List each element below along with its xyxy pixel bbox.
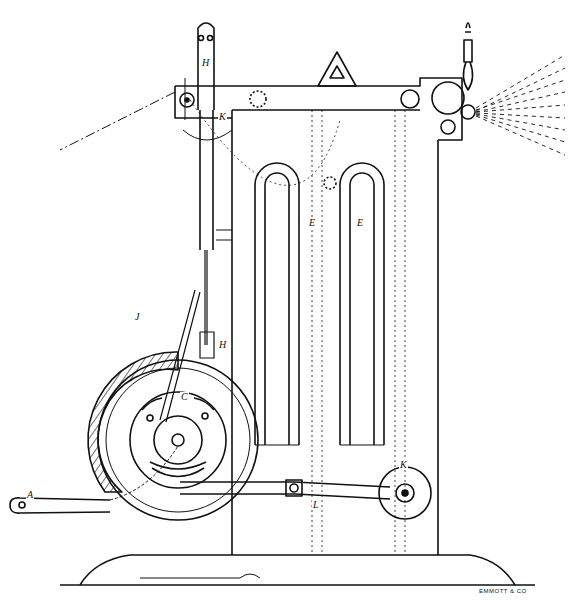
part-letter: E <box>356 218 364 228</box>
axle <box>172 434 184 446</box>
hub <box>154 416 202 464</box>
roller-wheel <box>379 467 431 519</box>
handle-lever <box>10 498 110 513</box>
light-rays <box>476 55 565 155</box>
roller-axle <box>402 490 408 496</box>
part-letter: H <box>201 58 210 68</box>
spring <box>183 78 232 140</box>
roller-hub <box>396 484 414 502</box>
guide <box>216 230 232 240</box>
wheel-rim <box>106 368 250 512</box>
cam-plate <box>130 392 226 488</box>
frame-side <box>232 110 438 555</box>
top-bar <box>175 78 462 140</box>
handle-knob <box>19 502 25 508</box>
pivot-hole <box>208 36 213 41</box>
part-letter: A <box>26 490 34 500</box>
stud <box>202 413 208 419</box>
part-letter: K <box>399 460 408 470</box>
roller <box>401 90 419 108</box>
cam-slot <box>150 462 206 477</box>
roller <box>441 120 455 134</box>
part-letter: C <box>180 392 189 402</box>
part-letter: K <box>218 112 227 122</box>
pivot-hole <box>199 36 204 41</box>
link-block <box>286 480 302 496</box>
wheel <box>98 360 258 520</box>
engraver-mark: EMMOTT & CO <box>478 588 528 594</box>
link-lever <box>180 482 390 499</box>
part-letter: J <box>134 312 140 322</box>
part-letter: E <box>308 218 316 228</box>
roller <box>250 91 266 107</box>
lamp-lens <box>461 105 475 119</box>
base <box>60 555 535 585</box>
cam-slot <box>142 398 214 410</box>
frame-slot <box>340 163 384 445</box>
condenser <box>432 82 464 114</box>
roller <box>180 93 194 107</box>
frame-slot <box>255 163 299 445</box>
base-foot <box>140 574 260 578</box>
hidden-line <box>110 446 178 500</box>
link-pin <box>290 484 298 492</box>
lever-arm <box>198 23 214 250</box>
connecting-rod <box>200 250 214 358</box>
slot-floor <box>255 445 384 446</box>
top-bracket <box>318 52 356 86</box>
part-letter: H <box>218 340 227 350</box>
lamp <box>463 23 472 90</box>
part-letter: L <box>312 500 320 510</box>
roller <box>324 177 336 189</box>
film-strip <box>60 92 175 150</box>
roller-axle <box>185 98 189 102</box>
stud <box>147 415 153 421</box>
